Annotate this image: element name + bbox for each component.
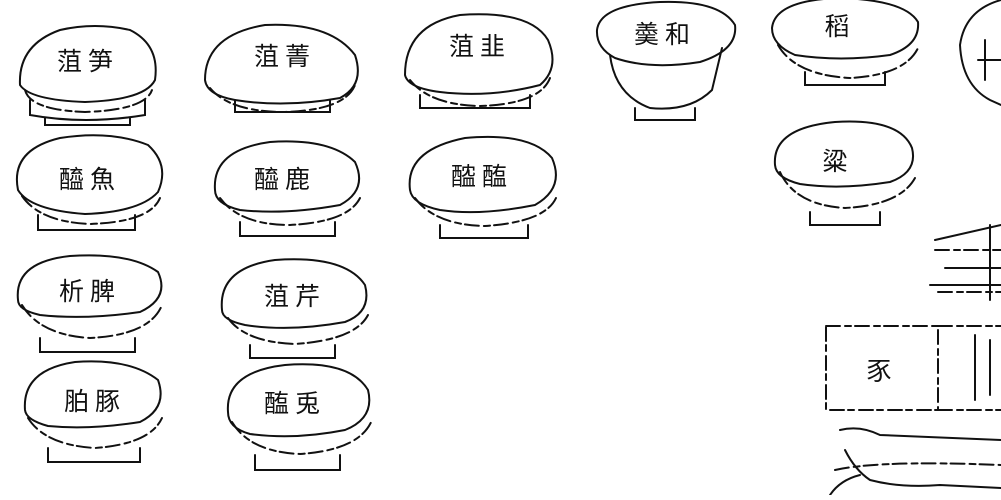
vessel-6-partial	[958, 0, 1001, 106]
side-panel-label: 豕	[866, 357, 898, 386]
vessel-7	[15, 134, 164, 231]
vessel-5	[770, 0, 920, 86]
vessel-label-13: 醢兎	[263, 389, 327, 418]
vessel-14	[226, 363, 373, 471]
vessel-label-2: 菹菁	[253, 42, 317, 71]
bottom-right-fragment	[829, 427, 1001, 496]
side-panel-box	[825, 325, 1001, 411]
vessel-label-12: 胉豚	[63, 387, 127, 416]
vessel-10	[773, 120, 916, 226]
vessel-2	[203, 23, 359, 114]
vessel-label-4: 羮和	[633, 20, 697, 49]
vessel-label-7: 醯鹿	[253, 165, 317, 194]
vessel-4	[595, 0, 737, 121]
vessel-label-11: 菹芹	[263, 282, 327, 311]
vessel-label-8: 醓醢	[450, 162, 514, 191]
vessel-11	[16, 254, 163, 353]
architectural-fragment	[929, 224, 1001, 301]
vessel-label-3: 菹韭	[448, 32, 512, 61]
vessel-12	[220, 258, 369, 359]
vessel-1	[18, 25, 157, 126]
vessel-label-6: 醯魚	[58, 165, 122, 194]
vessel-label-9: 粱	[822, 147, 854, 176]
vessel-13	[23, 360, 163, 463]
vessel-9	[408, 135, 557, 239]
vessel-8	[213, 140, 361, 237]
vessel-label-1: 菹笋	[56, 47, 120, 76]
vessel-3	[403, 13, 554, 109]
vessel-label-5: 稻	[824, 12, 856, 41]
vessel-label-10: 析脾	[58, 277, 122, 306]
